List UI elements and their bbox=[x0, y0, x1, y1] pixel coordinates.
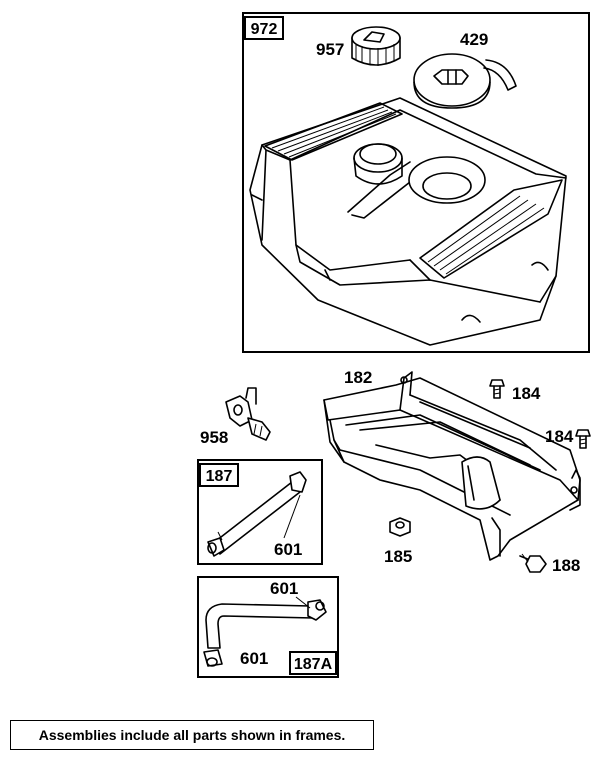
assemblies-note: Assemblies include all parts shown in fr… bbox=[10, 720, 374, 750]
fuel-shutoff-valve bbox=[225, 387, 271, 441]
screw-right-label: 184 bbox=[545, 427, 574, 446]
clamp-bent-top-label: 601 bbox=[270, 579, 298, 598]
fuel-cap bbox=[351, 26, 401, 66]
bolt bbox=[519, 553, 547, 573]
fuel-cap-label: 957 bbox=[316, 40, 344, 59]
bracket-label: 182 bbox=[344, 368, 372, 387]
fuel-valve-label: 958 bbox=[200, 428, 228, 447]
clamp-straight-label: 601 bbox=[274, 540, 302, 559]
screw-top-label: 184 bbox=[512, 384, 541, 403]
fuel-line-assembly-frame: 187 bbox=[197, 459, 323, 565]
fuel-line-assembly-label: 187 bbox=[206, 468, 233, 485]
fuel-line-bent-assembly-label: 187A bbox=[294, 656, 333, 673]
tank-assembly-label: 972 bbox=[251, 21, 278, 38]
vented-fuel-cap bbox=[413, 53, 517, 109]
clamp-leader-top bbox=[295, 596, 311, 609]
fuel-tank bbox=[249, 97, 567, 346]
fuel-line-bent-assembly-frame: 187A bbox=[197, 576, 339, 678]
nut-label: 185 bbox=[384, 547, 412, 566]
clamp-leader-upper bbox=[283, 494, 301, 539]
nut bbox=[389, 517, 411, 537]
screw-top bbox=[489, 379, 505, 399]
fuel-line-straight bbox=[207, 471, 307, 557]
clamp-bent-bottom-label: 601 bbox=[240, 649, 268, 668]
screw-right bbox=[575, 429, 591, 449]
tank-bracket bbox=[323, 371, 581, 561]
clamp-leader-lower bbox=[217, 531, 223, 541]
fuel-line-bent bbox=[203, 599, 327, 667]
bolt-label: 188 bbox=[552, 556, 580, 575]
tank-assembly-frame: 972 bbox=[242, 12, 590, 353]
vented-cap-label: 429 bbox=[460, 30, 488, 49]
